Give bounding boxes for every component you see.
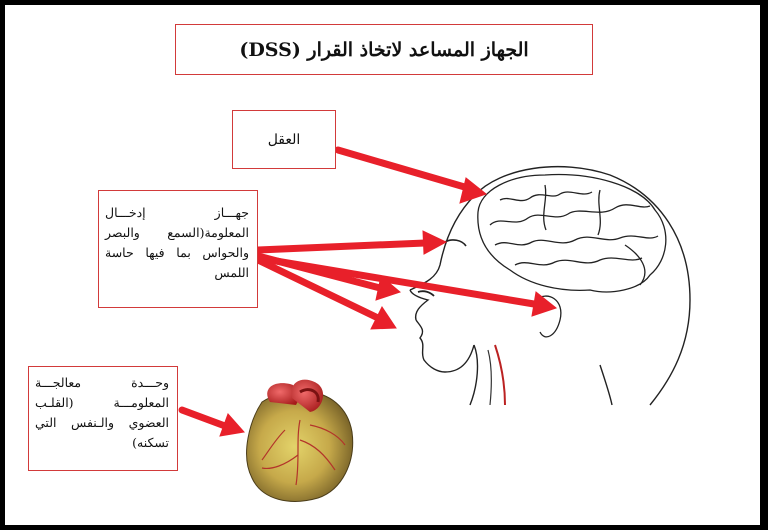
head-illustration [410,167,690,405]
brain-illustration [478,175,666,292]
input-device-label-box: جهـــاز إدخـــال المعلومة(السمع والبصر و… [98,190,258,308]
processing-unit-label-box: وحـــدة معالجـــة المعلومـــة (القلـب ال… [28,366,178,471]
diagram-title: الجهاز المساعد لاتخاذ القرار (DSS) [175,24,593,75]
brain-label-box: العقل [232,110,336,169]
heart-illustration [247,380,353,502]
